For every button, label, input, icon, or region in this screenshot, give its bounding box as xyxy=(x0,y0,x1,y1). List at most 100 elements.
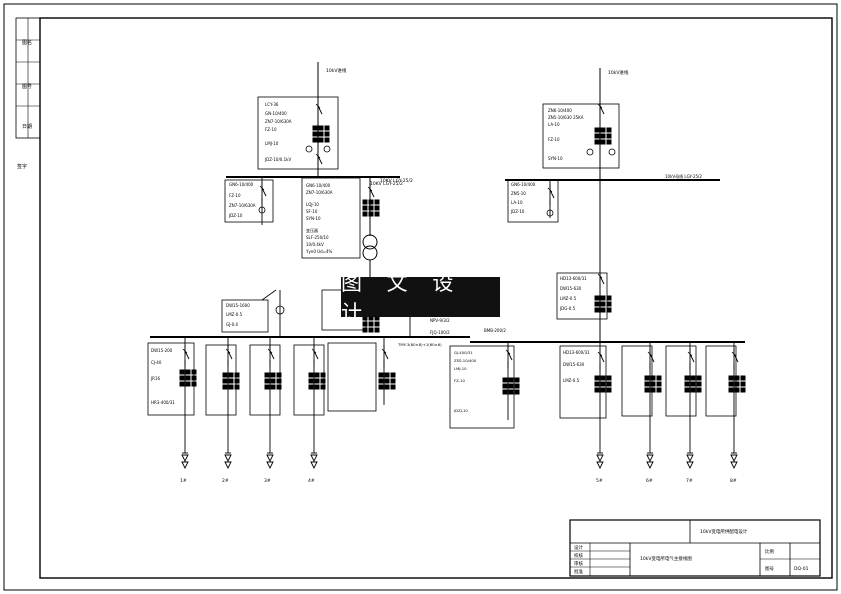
side-label-1: 图号 xyxy=(22,84,32,90)
right-bus-label: 10kV母线 LGY-25/2 xyxy=(665,173,702,179)
feeder-label-1: 1# xyxy=(180,478,187,484)
feeder-label-8: 8# xyxy=(730,478,737,484)
svg-text:HR3-400/31: HR3-400/31 xyxy=(151,400,175,405)
spec-block-8: NPV-9/3/2 FJQ-100/2 xyxy=(430,318,450,335)
svg-text:DW15-1600: DW15-1600 xyxy=(226,303,250,308)
left-incoming-label: 10kV进线 xyxy=(326,67,347,74)
feeder-labels: 1# 2# 3# 4# 5# 6# 7# 8# xyxy=(180,478,737,484)
feeder-label-7: 7# xyxy=(686,478,693,484)
svg-text:LA-10: LA-10 xyxy=(548,122,560,127)
right-incoming-label: 10kV进线 xyxy=(608,69,629,76)
svg-text:LMZ-0.5: LMZ-0.5 xyxy=(563,378,580,383)
feeder-label-3: 3# xyxy=(264,478,271,484)
outer-frame xyxy=(3,3,838,591)
svg-text:JDZ-10: JDZ-10 xyxy=(228,213,243,218)
svg-text:JDZ-10: JDZ-10 xyxy=(510,209,525,214)
transformer-feeder xyxy=(301,177,380,290)
svg-text:JDG-0.5: JDG-0.5 xyxy=(559,306,576,311)
svg-text:JDZJ-10: JDZJ-10 xyxy=(453,408,468,413)
spec-block-6: DW15-1600 LMZ-0.5 GJ-0.4 xyxy=(226,303,250,327)
svg-text:SLF-250/10: SLF-250/10 xyxy=(306,235,329,240)
svg-text:ZN5-10/630 25KA: ZN5-10/630 25KA xyxy=(548,115,584,120)
feeder-label-6: 6# xyxy=(646,478,653,484)
svg-text:GN6-10/400: GN6-10/400 xyxy=(306,183,331,188)
svg-text:ZN7-10/630A: ZN7-10/630A xyxy=(229,203,256,208)
left-bus-label: 10KV LGY-25/2 xyxy=(380,178,413,184)
svg-text:HD13-600/31: HD13-600/31 xyxy=(560,276,587,281)
svg-text:DW15-200: DW15-200 xyxy=(151,348,173,353)
svg-text:JDZ-10/0.1kV: JDZ-10/0.1kV xyxy=(264,157,291,162)
svg-text:LCY-36: LCY-36 xyxy=(265,102,279,107)
svg-text:SYN-10: SYN-10 xyxy=(548,156,563,161)
svg-text:ZN6-10/400: ZN6-10/400 xyxy=(548,108,572,113)
svg-text:ZN7-10/630A: ZN7-10/630A xyxy=(265,119,292,124)
svg-text:FZ-10: FZ-10 xyxy=(229,193,241,198)
svg-text:LMZ-0.5: LMZ-0.5 xyxy=(226,312,243,317)
svg-text:ZN7-10/630A: ZN7-10/630A xyxy=(306,190,333,195)
capacitor-branch xyxy=(221,289,285,337)
watermark-banner: 图 文 设 计 xyxy=(341,271,500,325)
spec-block-8-body: GJ-400/31 ZSS-10/400 LMJ-10 FZ-10 JDZJ-1… xyxy=(453,350,477,413)
svg-text:GJ-0.4: GJ-0.4 xyxy=(226,322,238,327)
title-approve: 批准 xyxy=(574,568,583,575)
svg-text:10/0.4kV: 10/0.4kV xyxy=(306,242,324,247)
left-pt-branch xyxy=(224,177,274,225)
svg-text:CJ-40: CJ-40 xyxy=(151,360,162,365)
svg-text:GN6-10/400: GN6-10/400 xyxy=(511,182,536,187)
svg-text:FZ-10: FZ-10 xyxy=(265,127,277,132)
svg-text:NPV-9/3/2: NPV-9/3/2 xyxy=(430,318,450,323)
spec-block-0: LCY-36 GN-10/400 ZN7-10/630A FZ-10 LMJ-1… xyxy=(264,102,292,162)
title-block xyxy=(569,519,821,577)
right-pt-branch xyxy=(507,179,559,223)
title-scale: 比例 xyxy=(765,548,774,555)
svg-text:JR16: JR16 xyxy=(150,376,161,381)
svg-text:ZSS-10/400: ZSS-10/400 xyxy=(454,358,477,363)
spec-block-2: GN6-10/400 FZ-10 ZN7-10/630A JDZ-10 xyxy=(228,182,256,218)
spec-block-7: DW15-200 CJ-40 JR16 HR3-400/31 xyxy=(150,348,175,405)
title-designer: 设计 xyxy=(574,544,583,551)
title-review: 审核 xyxy=(574,560,583,567)
svg-text:LQJ-10: LQJ-10 xyxy=(306,202,319,207)
svg-text:FZ-10: FZ-10 xyxy=(548,137,560,142)
svg-text:LMZ-0.5: LMZ-0.5 xyxy=(560,296,577,301)
busbar-label-0: TMY-3(80×8)+1(60×6) xyxy=(397,342,442,347)
svg-text:HD13-600/31: HD13-600/31 xyxy=(563,350,590,355)
title-sheet-no: DQ-01 xyxy=(794,566,809,572)
left-incoming-panel xyxy=(257,62,339,177)
svg-text:LA-10: LA-10 xyxy=(511,200,523,205)
svg-text:FZ-10: FZ-10 xyxy=(454,378,466,383)
svg-text:SF-10: SF-10 xyxy=(306,209,318,214)
side-label-3: 签字 xyxy=(17,163,27,170)
transformer-feeder-voltage: 10KV LGY-25/2 xyxy=(370,181,403,187)
svg-text:ZN5-10: ZN5-10 xyxy=(511,191,526,196)
svg-text:DW15-630: DW15-630 xyxy=(563,362,585,367)
right-feeders xyxy=(559,342,746,469)
feeder-label-4: 4# xyxy=(308,478,315,484)
metering-panel xyxy=(449,342,520,429)
transformer-text: 变压器 SLF-250/10 10/0.4kV Yyn0 Ud=4% xyxy=(305,227,333,254)
feeder-label-5: 5# xyxy=(596,478,603,484)
svg-text:GN6-10/400: GN6-10/400 xyxy=(229,182,254,187)
svg-text:Yyn0 Ud=4%: Yyn0 Ud=4% xyxy=(305,249,333,254)
svg-text:LMJ-10: LMJ-10 xyxy=(265,141,279,146)
title-sheet: 图号 xyxy=(765,566,774,572)
spec-block-9: HD13-600/31 DW15-630 LMZ-0.5 xyxy=(563,350,590,383)
svg-text:FJQ-100/2: FJQ-100/2 xyxy=(430,330,450,335)
spec-block-1: GN6-10/400 ZN7-10/630A LQJ-10 SF-10 SYN-… xyxy=(306,183,333,221)
svg-text:变压器: 变压器 xyxy=(306,227,318,233)
binding-strip: 图名 图号 日期 签字 xyxy=(15,17,41,170)
side-label-2: 日期 xyxy=(22,124,32,130)
svg-text:DW15-630: DW15-630 xyxy=(560,286,582,291)
busbar-label-2: BMB-200/2 xyxy=(484,328,506,333)
spec-block-3: ZN6-10/400 ZN5-10/630 25KA LA-10 FZ-10 S… xyxy=(548,108,584,161)
title-drawing: 10kV变电所电气主接线图 xyxy=(640,555,692,562)
right-riser xyxy=(556,180,612,344)
svg-text:LMJ-10: LMJ-10 xyxy=(454,366,467,371)
svg-text:SYN-10: SYN-10 xyxy=(306,216,321,221)
title-checker: 校核 xyxy=(574,552,583,559)
inner-frame xyxy=(39,17,833,579)
side-label-0: 图名 xyxy=(22,39,32,46)
title-block-text: 10kV变电所供配电设计 10kV变电所电气主接线图 设计 校核 审核 批准 比… xyxy=(574,528,809,575)
spec-block-5: HD13-600/31 DW15-630 LMZ-0.5 JDG-0.5 xyxy=(559,276,587,311)
